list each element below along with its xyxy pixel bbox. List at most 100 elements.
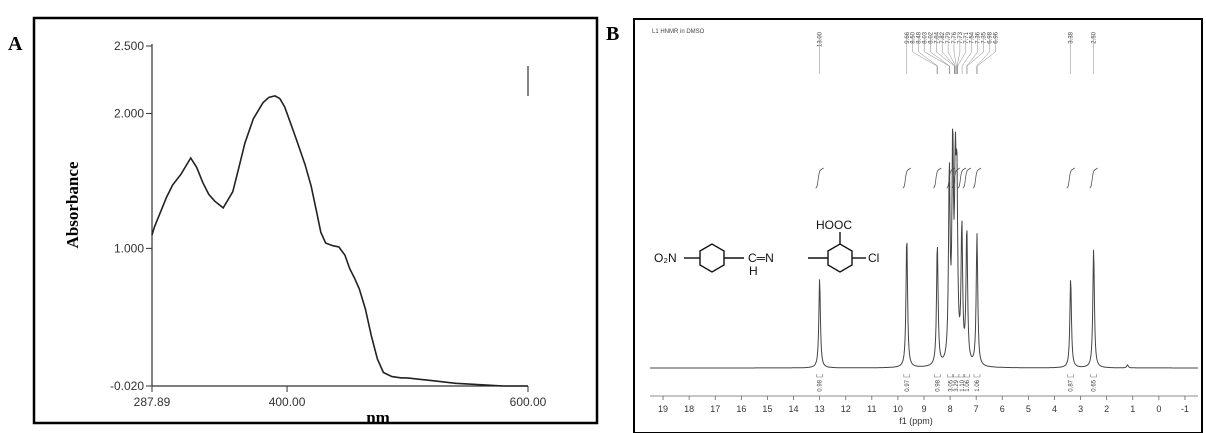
nmr-integral-value: 3.05 bbox=[949, 379, 955, 391]
nmr-spectrum-line bbox=[650, 128, 1198, 369]
nmr-peak-leader bbox=[930, 36, 950, 74]
nmr-peak-leader bbox=[912, 36, 938, 74]
nmr-integral-curve bbox=[933, 167, 942, 189]
nmr-peak-label: 7.82 bbox=[940, 31, 946, 43]
panel-b-x-axis-title: f1 (ppm) bbox=[899, 416, 933, 426]
panel-a-x-tick-label: 287.89 bbox=[134, 395, 171, 409]
nmr-peak-label: 2.50 bbox=[1092, 31, 1098, 43]
nmr-peak-leader bbox=[957, 36, 967, 74]
nmr-integral-value: 1.10 bbox=[960, 379, 966, 391]
molecule-structure bbox=[684, 232, 866, 273]
nmr-peak-label: 7.36 bbox=[976, 31, 982, 43]
nmr-peak-label: 7.76 bbox=[952, 31, 958, 43]
nmr-peak-label: 7.73 bbox=[958, 31, 964, 43]
nmr-peak-leader bbox=[936, 36, 955, 74]
nmr-integral-curve bbox=[815, 167, 824, 189]
panel-a-axes bbox=[151, 44, 529, 387]
panel-a-y-tick-label: 1.000 bbox=[114, 241, 144, 255]
panel-b-x-tick-label: 17 bbox=[710, 404, 720, 414]
nmr-peak-leader bbox=[966, 36, 984, 74]
imine-label: C═N bbox=[748, 251, 774, 265]
nmr-integral-value: 1.06 bbox=[965, 379, 971, 391]
nmr-integral-curve bbox=[962, 167, 972, 189]
panel-b-x-tick-label: 14 bbox=[789, 404, 799, 414]
nmr-integral-bracket bbox=[816, 374, 823, 378]
nmr-peak-leader bbox=[966, 36, 978, 74]
nmr-peak-leader bbox=[976, 36, 990, 74]
nmr-peak-label: 8.48 bbox=[917, 31, 923, 43]
panel-b-x-tick-label: 6 bbox=[1000, 404, 1005, 414]
nmr-integral-curve bbox=[902, 167, 912, 189]
nmr-peak-label: 8.50 bbox=[911, 31, 917, 43]
nmr-peak-label: 7.84 bbox=[934, 31, 940, 43]
nmr-integral-curve bbox=[957, 167, 967, 189]
nmr-integral-value: 0.98 bbox=[818, 379, 824, 391]
nmr-peak-label: 6.98 bbox=[987, 31, 993, 43]
nmr-integral-bracket bbox=[973, 374, 981, 378]
nmr-integral-bracket bbox=[1090, 374, 1097, 378]
nmr-peak-leader bbox=[924, 36, 950, 74]
panel-a-y-axis-title: Absorbance bbox=[63, 161, 82, 248]
nmr-integral-bracket bbox=[963, 374, 971, 378]
carboxyl-group-label: HOOC bbox=[816, 218, 852, 232]
nmr-integral-value: 0.97 bbox=[905, 379, 911, 391]
panel-b-x-tick-label: 7 bbox=[974, 404, 979, 414]
nmr-integral-curve bbox=[1089, 167, 1098, 189]
nmr-integral-value: 0.98 bbox=[935, 379, 941, 391]
absorbance-spectrum-line bbox=[151, 95, 528, 387]
panel-b-x-tick-label: 11 bbox=[867, 404, 876, 414]
panel-a-y-tick-label: 2.500 bbox=[114, 39, 144, 53]
panel-b-x-tick-label: 18 bbox=[684, 404, 694, 414]
imine-hydrogen-label: H bbox=[749, 264, 758, 278]
panel-a-x-tick-label: 600.00 bbox=[510, 395, 547, 409]
nmr-integral-curve bbox=[1066, 167, 1075, 189]
panel-b-x-tick-label: 19 bbox=[658, 404, 668, 414]
panel-a-x-axis-title: nm bbox=[366, 408, 390, 427]
panel-b-x-tick-label: -1 bbox=[1181, 404, 1189, 414]
panel-b-x-tick-label: 16 bbox=[736, 404, 746, 414]
benzene-ring-left bbox=[699, 243, 725, 273]
panel-b-integral-curves bbox=[815, 167, 1098, 189]
panel-b-x-tick-label: 12 bbox=[841, 404, 851, 414]
nmr-peak-leader bbox=[956, 36, 961, 74]
nmr-peak-leader bbox=[953, 36, 957, 74]
nmr-integral-bracket bbox=[903, 374, 911, 378]
nmr-integral-bracket bbox=[958, 374, 966, 378]
chloro-label: Cl bbox=[868, 251, 879, 265]
nitro-group-label: O₂N bbox=[654, 251, 677, 265]
panel-b-x-tick-label: 13 bbox=[815, 404, 825, 414]
panel-b-x-tick-label: 5 bbox=[1026, 404, 1031, 414]
nmr-peak-leader bbox=[947, 36, 956, 74]
benzene-ring-right bbox=[827, 243, 853, 273]
nmr-integral-bracket bbox=[934, 374, 941, 378]
nmr-integral-value: 0.87 bbox=[1069, 379, 1075, 391]
panel-a-frame bbox=[32, 16, 599, 425]
panel-b-x-tick-label: 10 bbox=[893, 404, 903, 414]
panel-b-x-tick-label: 15 bbox=[762, 404, 772, 414]
nmr-integral-curve bbox=[972, 167, 982, 189]
panel-b-x-tick-label: 9 bbox=[921, 404, 926, 414]
panel-b-x-tick-label: 4 bbox=[1052, 404, 1057, 414]
nmr-peak-label: 13.00 bbox=[818, 31, 824, 47]
panel-b-title: L1 HNMR in DMSO bbox=[652, 29, 705, 35]
nmr-peak-label: 8.03 bbox=[923, 31, 929, 43]
nmr-integral-value: 0.65 bbox=[1092, 379, 1098, 391]
nmr-peak-label: 6.96 bbox=[993, 31, 999, 43]
panel-a-y-tick-label: -0.020 bbox=[110, 379, 144, 393]
panel-b-x-tick-label: 2 bbox=[1104, 404, 1109, 414]
nmr-integral-bracket bbox=[1067, 374, 1074, 378]
nmr-peak-leader bbox=[941, 36, 956, 74]
nmr-peak-leader bbox=[961, 36, 972, 74]
nmr-peak-label: 7.54 bbox=[970, 31, 976, 43]
panel-b-frame bbox=[633, 18, 1203, 433]
panel-b-letter: B bbox=[606, 23, 619, 45]
panel-a-letter: A bbox=[8, 33, 23, 55]
nmr-peak-label: 9.66 bbox=[905, 31, 911, 43]
